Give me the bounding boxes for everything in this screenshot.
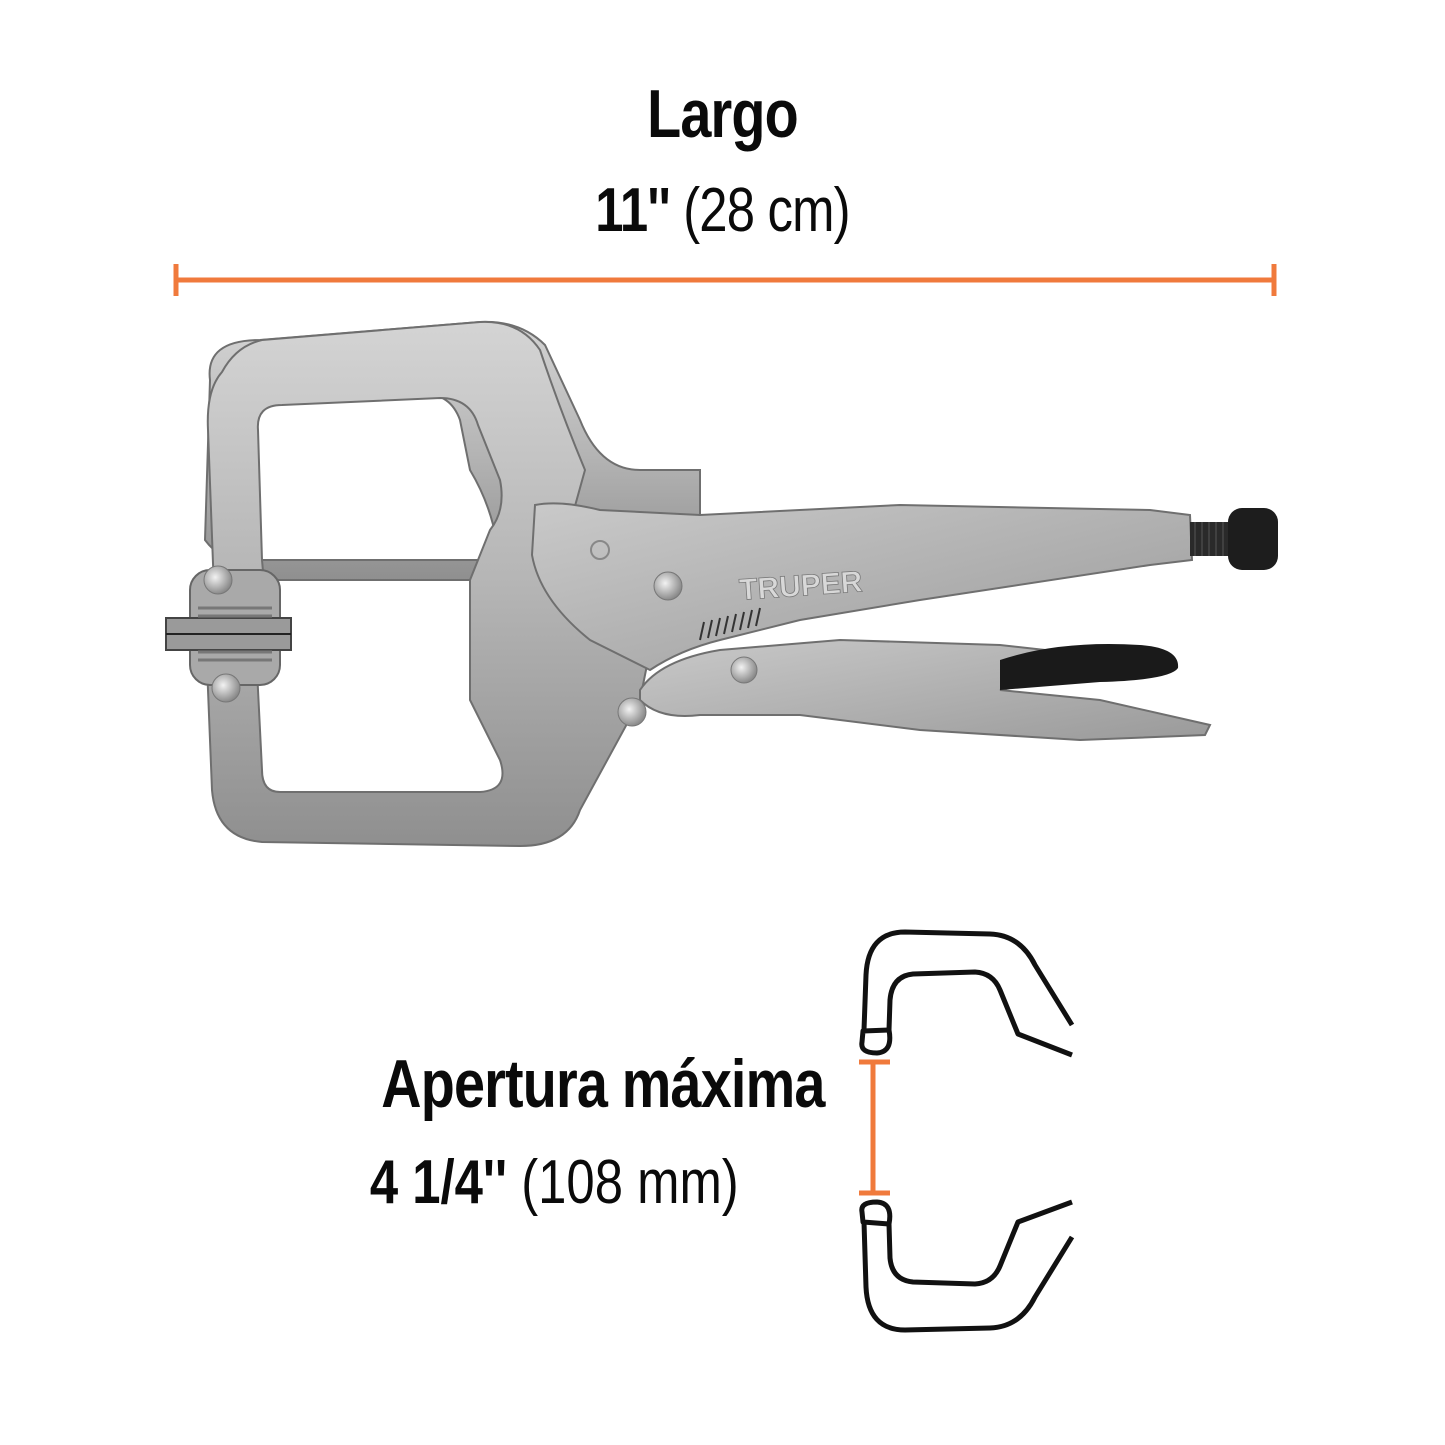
length-title: Largo <box>647 76 799 152</box>
max-opening-metric: (108 mm) <box>521 1148 740 1217</box>
adjust-knob <box>1228 508 1278 570</box>
max-opening-label: Apertura máxima 4 1/4'' (108 mm) <box>284 1046 826 1214</box>
release-lever <box>1000 644 1179 690</box>
spring <box>699 607 761 641</box>
max-opening-imperial: 4 1/4'' <box>370 1148 508 1217</box>
opening-dimension-line <box>859 1059 890 1196</box>
length-metric: (28 cm) <box>683 176 850 245</box>
length-value: 11'' (28 cm) <box>130 180 1315 242</box>
max-opening-value: 4 1/4'' (108 mm) <box>333 1152 776 1214</box>
length-dimension-line <box>173 264 1277 296</box>
jaw-opening-diagram <box>859 929 1075 1333</box>
length-imperial: 11'' <box>595 176 670 245</box>
c-clamp-pliers-image: TRUPER <box>165 320 1278 848</box>
brand-emboss: TRUPER <box>738 565 864 607</box>
max-opening-title: Apertura máxima <box>381 1046 826 1122</box>
